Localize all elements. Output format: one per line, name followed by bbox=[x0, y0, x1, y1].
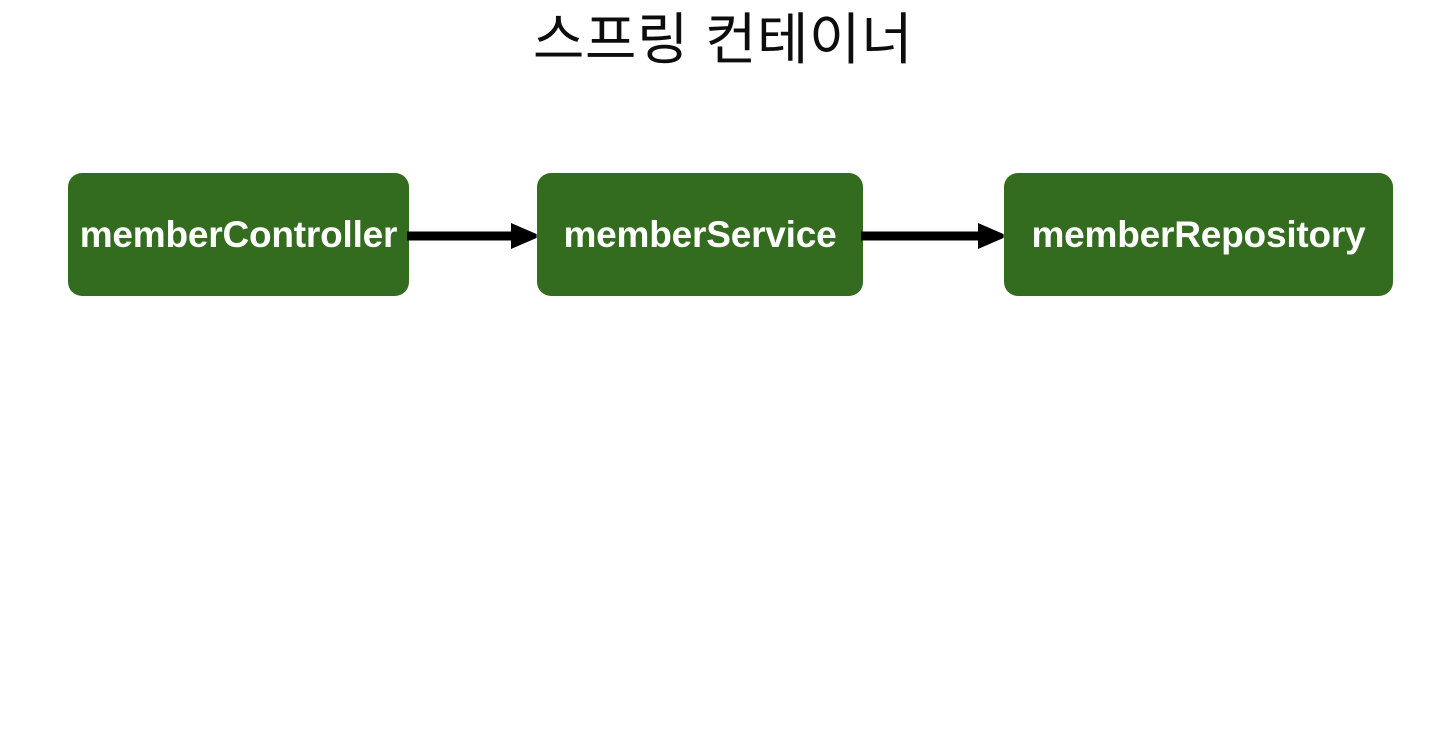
arrow-service-to-repository bbox=[861, 212, 1008, 260]
page-title: 스프링 컨테이너 bbox=[532, 8, 914, 71]
node-member-repository[interactable]: memberRepository bbox=[1004, 173, 1393, 296]
node-member-controller[interactable]: memberController bbox=[68, 173, 409, 296]
node-label: memberController bbox=[79, 214, 398, 255]
arrow-controller-to-service bbox=[407, 212, 541, 260]
node-member-service[interactable]: memberService bbox=[537, 173, 863, 296]
node-label: memberRepository bbox=[1031, 214, 1366, 255]
node-label: memberService bbox=[563, 214, 837, 255]
